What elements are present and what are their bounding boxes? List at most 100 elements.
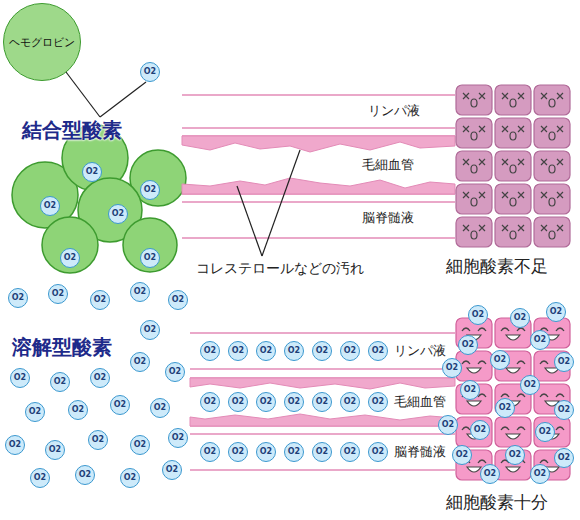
oxygen-bubble: O2	[368, 392, 388, 412]
oxygen-bubble: O2	[460, 380, 480, 400]
oxygen-label: O2	[144, 68, 156, 76]
oxygen-bubble: O2	[546, 302, 566, 322]
cell-face	[479, 93, 485, 99]
oxygen-bubble: O2	[68, 400, 88, 420]
cell-face	[556, 427, 564, 430]
cell-face	[471, 198, 477, 206]
oxygen-bubble: O2	[312, 392, 332, 412]
cell	[456, 184, 492, 214]
oxygen-bubble: O2	[162, 460, 182, 480]
leader-line	[66, 72, 100, 117]
cell	[534, 118, 570, 148]
cell-face	[471, 165, 477, 173]
node-label: ヘモグロビン	[9, 37, 75, 48]
oxygen-bubble: O2	[30, 468, 50, 488]
oxygen-label: O2	[316, 398, 328, 406]
text-label: 脳脊髄液	[362, 211, 414, 226]
oxygen-bubble: O2	[130, 352, 150, 372]
oxygen-label: O2	[34, 474, 46, 482]
oxygen-label: O2	[344, 398, 356, 406]
oxygen-label: O2	[509, 451, 521, 459]
oxygen-bubble: O2	[452, 445, 472, 465]
section-title: 結合型酸素	[22, 119, 122, 142]
oxygen-bubble: O2	[228, 442, 248, 462]
cell-face	[517, 394, 525, 397]
oxygen-bubble: O2	[442, 358, 462, 378]
oxygen-label: O2	[232, 398, 244, 406]
leader-line	[262, 150, 300, 256]
oxygen-label: O2	[462, 341, 474, 349]
oxygen-bubble: O2	[140, 320, 160, 340]
text-label: リンパ液	[392, 344, 448, 359]
oxygen-bubble: O2	[10, 368, 30, 388]
text-label: 細胞酸素十分	[446, 493, 548, 513]
cell	[534, 184, 570, 214]
cell	[495, 417, 531, 447]
channel-line	[190, 368, 455, 370]
oxygen-label: O2	[484, 470, 496, 478]
oxygen-bubble: O2	[108, 204, 128, 224]
cell	[456, 118, 492, 148]
cell-face	[471, 231, 477, 239]
oxygen-label: O2	[344, 448, 356, 456]
oxygen-label: O2	[558, 358, 570, 366]
cell	[534, 384, 570, 414]
cell	[534, 417, 570, 447]
channel-line	[190, 332, 455, 334]
oxygen-label: O2	[232, 347, 244, 355]
oxygen-label: O2	[260, 448, 272, 456]
oxygen-label: O2	[94, 296, 106, 304]
cell-face	[463, 159, 469, 165]
oxygen-label: O2	[372, 448, 384, 456]
oxygen-bubble: O2	[82, 162, 102, 182]
cell-face	[501, 328, 509, 331]
section-title: 溶解型酸素	[12, 336, 112, 359]
oxygen-label: O2	[134, 288, 146, 296]
oxygen-bubble: O2	[256, 341, 276, 361]
leader-line	[237, 186, 262, 256]
cell-face	[541, 225, 547, 231]
cell-face	[506, 368, 520, 373]
cell-face	[463, 225, 469, 231]
text-label: コレステロールなどの汚れ	[196, 260, 364, 276]
cell-face	[549, 231, 555, 239]
oxygen-label: O2	[124, 474, 136, 482]
cell-face	[462, 361, 470, 364]
oxygen-bubble: O2	[200, 442, 220, 462]
cell	[534, 85, 570, 115]
oxygen-bubble: O2	[5, 435, 25, 455]
oxygen-label: O2	[288, 448, 300, 456]
oxygen-label: O2	[260, 398, 272, 406]
hemoglobin-circle: ヘモグロビン	[3, 3, 81, 81]
cell	[456, 151, 492, 181]
green-circle	[123, 218, 177, 272]
cell-face	[540, 361, 548, 364]
oxygen-bubble: O2	[120, 468, 140, 488]
cell-face	[541, 93, 547, 99]
oxygen-label: O2	[539, 428, 551, 436]
cell-face	[462, 328, 470, 331]
cell-face	[557, 93, 563, 99]
cell-face	[549, 132, 555, 140]
oxygen-label: O2	[14, 374, 26, 382]
channel-line	[190, 433, 455, 435]
oxygen-bubble: O2	[340, 341, 360, 361]
oxygen-label: O2	[260, 347, 272, 355]
cell-face	[463, 126, 469, 132]
oxygen-label: O2	[472, 311, 484, 319]
oxygen-label: O2	[316, 448, 328, 456]
oxygen-bubble: O2	[284, 442, 304, 462]
cell-face	[541, 126, 547, 132]
oxygen-bubble: O2	[495, 398, 515, 418]
oxygen-label: O2	[72, 406, 84, 414]
oxygen-label: O2	[144, 254, 156, 262]
oxygen-label: O2	[372, 347, 384, 355]
oxygen-label: O2	[550, 308, 562, 316]
cell-face	[506, 434, 520, 439]
cell-face	[510, 99, 516, 107]
oxygen-label: O2	[288, 347, 300, 355]
cell-face	[557, 159, 563, 165]
cell	[456, 217, 492, 247]
green-circle	[42, 217, 98, 273]
cell-face	[517, 361, 525, 364]
